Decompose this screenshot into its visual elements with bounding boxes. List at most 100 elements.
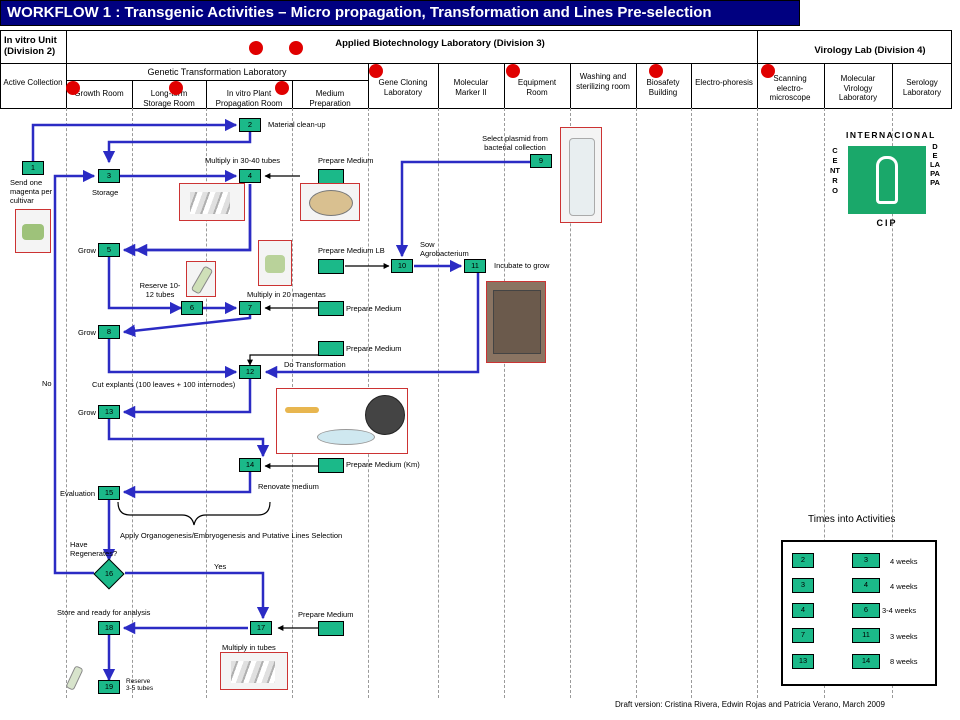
col-serology: Serology Laboratory — [902, 78, 942, 97]
label-grow: Grow — [78, 328, 96, 337]
label-prepare-medium: Prepare Medium — [298, 610, 354, 619]
header-mid-border — [0, 63, 952, 64]
process-node-1[interactable]: 1 — [22, 161, 44, 175]
header-col-line — [438, 63, 439, 108]
lane-divider — [66, 108, 67, 698]
title-bar: WORKFLOW 1 : Transgenic Activities – Mic… — [0, 0, 800, 26]
location-marker — [761, 64, 775, 78]
label-material-cleanup: Material clean-up — [268, 120, 326, 129]
lane-divider — [757, 108, 758, 698]
cip-logo: INTERNACIONAL CENTRO DE LA PAPA CIP — [830, 124, 940, 234]
col-electrophoresis: Electro-phoresis — [695, 78, 753, 87]
label-grow: Grow — [78, 408, 96, 417]
transformation-illustration — [276, 388, 408, 454]
times-duration: 8 weeks — [890, 657, 918, 666]
lane-divider — [892, 108, 893, 698]
col-molecular-marker: Molecular Marker II — [453, 78, 489, 97]
logo-text-bottom: CIP — [876, 218, 898, 228]
label-cut-explants: Cut explants (100 leaves + 100 internode… — [92, 380, 236, 389]
times-to-node: 4 — [852, 578, 880, 593]
process-node-3[interactable]: 3 — [98, 169, 120, 183]
process-node-5[interactable]: 5 — [98, 243, 120, 257]
col-biosafety: Biosafety Building — [646, 78, 680, 97]
lane-divider — [570, 108, 571, 698]
label-prepare-medium: Prepare Medium — [346, 344, 402, 353]
lane-divider — [824, 108, 825, 698]
lane-divider — [691, 108, 692, 698]
times-from-node: 3 — [792, 578, 814, 593]
label-store-ready: Store and ready for analysis — [57, 608, 151, 617]
col-growth-room: Growth Room — [74, 89, 124, 98]
header-left-border — [0, 30, 1, 108]
process-node-17[interactable]: 17 — [250, 621, 272, 635]
times-from-node: 4 — [792, 603, 814, 618]
header-col-line — [368, 63, 369, 108]
process-node-6[interactable]: 6 — [181, 301, 203, 315]
prepare-medium-lb-box — [318, 259, 344, 274]
label-have-regenerates: Have Regenerates? — [70, 540, 118, 558]
process-node-8[interactable]: 8 — [98, 325, 120, 339]
label-evaluation: Evaluation — [60, 489, 96, 498]
division-applied-title: Applied Biotechnology Laboratory (Divisi… — [335, 38, 545, 49]
col-longterm-storage: Long-term Storage Room — [143, 89, 195, 108]
header-col-line — [206, 80, 207, 108]
process-node-4[interactable]: 4 — [239, 169, 261, 183]
process-node-19[interactable]: 19 — [98, 680, 120, 694]
label-no: No — [42, 379, 52, 388]
header-div-line-2 — [757, 30, 758, 108]
prepare-medium-box — [318, 621, 344, 636]
times-duration: 4 weeks — [890, 582, 918, 591]
location-marker — [506, 64, 520, 78]
label-incubate: Incubate to grow — [494, 261, 550, 270]
times-title: Times into Activities — [808, 514, 896, 525]
logo-text-top: INTERNACIONAL — [846, 130, 936, 140]
process-node-7[interactable]: 7 — [239, 301, 261, 315]
header-bottom-border — [0, 108, 952, 109]
label-prepare-medium: Prepare Medium — [318, 156, 374, 165]
label-send-magenta: Send one magenta per cultivar — [10, 178, 53, 205]
times-duration: 3 weeks — [890, 632, 918, 641]
process-node-10[interactable]: 10 — [391, 259, 413, 273]
location-marker — [649, 64, 663, 78]
times-to-node: 6 — [852, 603, 880, 618]
times-to-node: 14 — [852, 654, 880, 669]
genetic-lab-title: Genetic Transformation Laboratory — [147, 67, 287, 77]
label-select-plasmid: Select plasmid from bacterial collection — [482, 134, 548, 152]
times-from-node: 13 — [792, 654, 814, 669]
logo-emblem — [848, 146, 926, 214]
col-scanning-microscope: Scanning electro-microscope — [769, 74, 811, 102]
prepare-medium-box — [318, 169, 344, 184]
process-node-18[interactable]: 18 — [98, 621, 120, 635]
prepare-medium-box — [318, 301, 344, 316]
header-col-line — [691, 63, 692, 108]
process-node-9[interactable]: 9 — [530, 154, 552, 168]
prepare-medium-km-box — [318, 458, 344, 473]
header-col-line — [824, 63, 825, 108]
header-div-line-1 — [66, 30, 67, 108]
process-node-12[interactable]: 12 — [239, 365, 261, 379]
header-right-border — [951, 30, 952, 108]
tubes-photo — [220, 652, 288, 690]
col-molecular-virology: Molecular Virology Laboratory — [838, 74, 878, 102]
label-prepare-medium-km: Prepare Medium (Km) — [346, 460, 420, 469]
location-marker — [289, 41, 303, 55]
process-node-13[interactable]: 13 — [98, 405, 120, 419]
process-node-15[interactable]: 15 — [98, 486, 120, 500]
process-node-14[interactable]: 14 — [239, 458, 261, 472]
label-sow-agrobacterium: Sow Agrobacterium — [420, 240, 469, 258]
times-to-node: 11 — [852, 628, 880, 643]
label-multiply-tubes: Multiply in tubes — [222, 643, 276, 652]
incubator-photo — [486, 281, 546, 363]
label-do-transformation: Do Transformation — [284, 360, 346, 369]
process-node-2[interactable]: 2 — [239, 118, 261, 132]
header-col-line — [504, 63, 505, 108]
process-node-16[interactable]: 16 — [104, 569, 114, 578]
header-col-line — [636, 63, 637, 108]
location-marker — [369, 64, 383, 78]
header-col-line — [892, 63, 893, 108]
process-node-11[interactable]: 11 — [464, 259, 486, 273]
tubes-photo — [179, 183, 245, 221]
label-grow: Grow — [78, 246, 96, 255]
division-virology-title: Virology Lab (Division 4) — [814, 45, 926, 56]
header-col-line — [292, 80, 293, 108]
